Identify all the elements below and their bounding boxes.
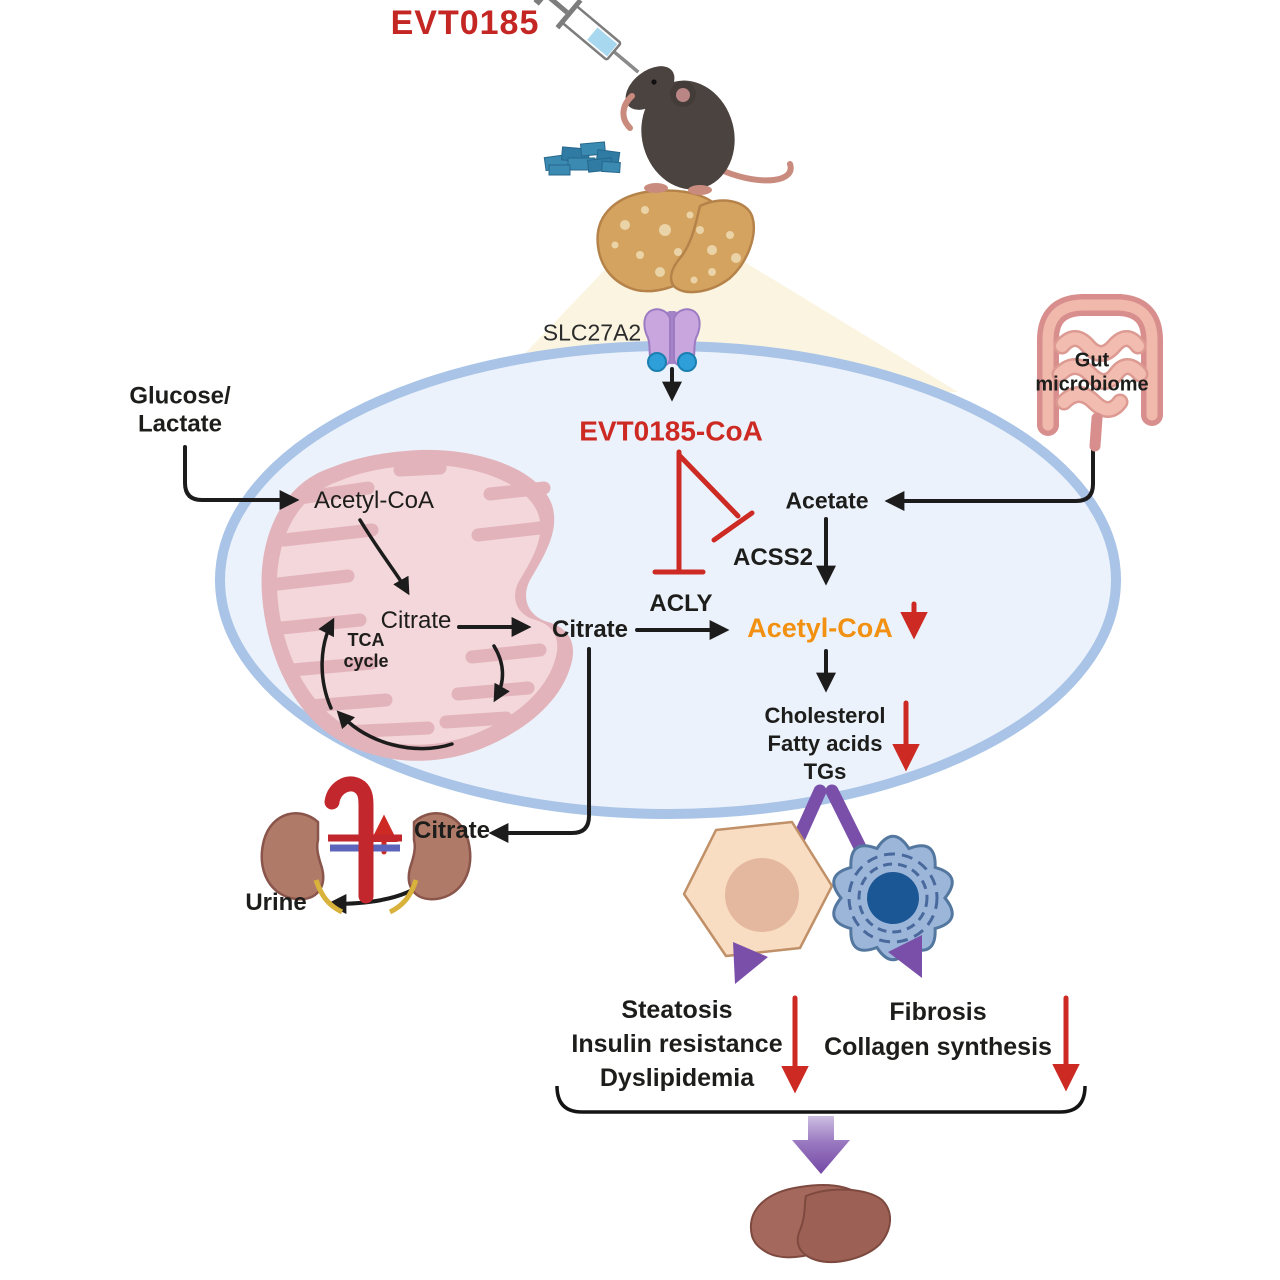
transporter-site-right bbox=[677, 352, 697, 372]
label-urine: Urine bbox=[245, 888, 307, 916]
mouse-body bbox=[641, 80, 735, 190]
label-citrate-mito: Citrate bbox=[380, 606, 452, 634]
label-citrate-kidney: Citrate bbox=[413, 816, 491, 844]
syringe-icon bbox=[533, 0, 640, 74]
label-acetyl-coa-mito: Acetyl-CoA bbox=[313, 486, 435, 514]
aorta bbox=[324, 776, 374, 904]
label-evt0185-coa: EVT0185-CoA bbox=[579, 415, 763, 447]
label-acetate: Acetate bbox=[785, 487, 869, 514]
mouse-icon bbox=[620, 66, 794, 195]
label-stellate-outcomes: Fibrosis Collagen synthesis bbox=[824, 998, 1052, 1061]
transporter-icon bbox=[643, 308, 701, 372]
kidney-icon bbox=[260, 776, 472, 915]
inhibit-acss2-bar bbox=[711, 510, 755, 543]
gut-icon bbox=[1037, 294, 1163, 452]
label-glucose-lactate: Glucose/ Lactate bbox=[129, 382, 231, 438]
label-acss2: ACSS2 bbox=[732, 543, 814, 571]
outcome-bracket bbox=[555, 1085, 1087, 1114]
hepatocyte-icon bbox=[682, 820, 834, 958]
fatty-liver-icon bbox=[596, 189, 755, 294]
stellate-cell-icon bbox=[832, 834, 954, 962]
label-hepatocyte-outcomes: Steatosis Insulin resistance Dyslipidemi… bbox=[571, 996, 783, 1092]
purple-arrowheads bbox=[733, 935, 922, 984]
label-tca-cycle: TCA cycle bbox=[343, 629, 389, 671]
merge-arrow bbox=[792, 1116, 850, 1174]
label-acetyl-coa: Acetyl-CoA bbox=[747, 613, 893, 644]
figure-title: EVT0185 bbox=[390, 3, 540, 42]
transporter-site-left bbox=[647, 352, 667, 372]
label-citrate-cytosol: Citrate bbox=[551, 615, 629, 643]
mitochondria-icon bbox=[261, 449, 574, 761]
red-marks bbox=[370, 449, 1080, 1094]
mouse-head bbox=[625, 66, 675, 110]
pathway-arrows bbox=[183, 367, 1095, 914]
label-slc27a2: SLC27A2 bbox=[542, 319, 642, 346]
healthy-liver-icon bbox=[749, 1184, 891, 1264]
inhibit-acss2-line bbox=[676, 452, 741, 519]
mouse-tail bbox=[723, 161, 794, 184]
hepatocyte-nucleus bbox=[725, 858, 799, 932]
mouse-paw bbox=[620, 93, 635, 131]
label-gut-microbiome: Gut microbiome bbox=[1035, 349, 1149, 395]
stellate-nucleus bbox=[867, 872, 919, 924]
label-lipids: Cholesterol Fatty acids TGs bbox=[764, 703, 886, 784]
drug-crystals-icon bbox=[543, 141, 621, 176]
label-acly: ACLY bbox=[649, 589, 713, 617]
